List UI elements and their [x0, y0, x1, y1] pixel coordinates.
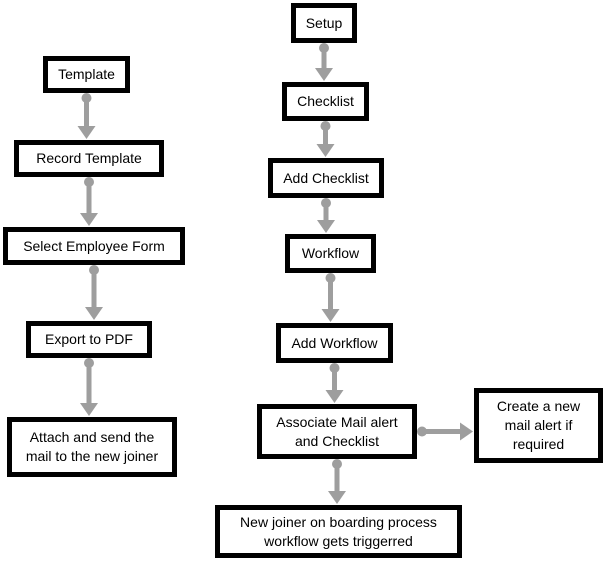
- flow-node-setup: Setup: [291, 3, 357, 43]
- flow-node-export-to-pdf: Export to PDF: [26, 321, 152, 358]
- flow-node-checklist: Checklist: [282, 82, 369, 121]
- flow-arrow-add-checklist-to-workflow: [317, 198, 335, 233]
- flow-node-record-template: Record Template: [14, 140, 164, 177]
- flow-arrow-associate-mail-alert-to-create-mail-alert: [417, 422, 473, 441]
- flow-node-workflow: Workflow: [285, 234, 376, 273]
- flow-arrow-setup-to-checklist: [315, 43, 333, 81]
- flow-node-add-checklist: Add Checklist: [268, 158, 384, 198]
- flow-arrow-template-to-record-template: [77, 93, 96, 139]
- flow-node-new-joiner-triggered: New joiner on boarding process workflow …: [215, 505, 462, 558]
- flow-arrow-export-to-pdf-to-attach-send-mail: [80, 358, 98, 416]
- flow-node-associate-mail-alert: Associate Mail alert and Checklist: [257, 404, 417, 459]
- flow-arrow-record-template-to-select-employee-form: [80, 177, 98, 226]
- flow-arrow-associate-mail-alert-to-new-joiner-triggered: [328, 459, 346, 504]
- flow-node-attach-send-mail: Attach and send the mail to the new join…: [7, 417, 177, 477]
- flow-node-create-mail-alert: Create a new mail alert if required: [474, 388, 603, 463]
- flow-arrow-add-workflow-to-associate-mail-alert: [325, 363, 344, 403]
- flow-node-add-workflow: Add Workflow: [276, 323, 393, 363]
- flow-node-select-employee-form: Select Employee Form: [3, 227, 185, 265]
- flow-arrow-workflow-to-add-workflow: [321, 273, 340, 322]
- flow-arrow-checklist-to-add-checklist: [316, 121, 335, 157]
- flow-node-template: Template: [43, 56, 130, 93]
- flow-arrow-select-employee-form-to-export-to-pdf: [85, 265, 103, 320]
